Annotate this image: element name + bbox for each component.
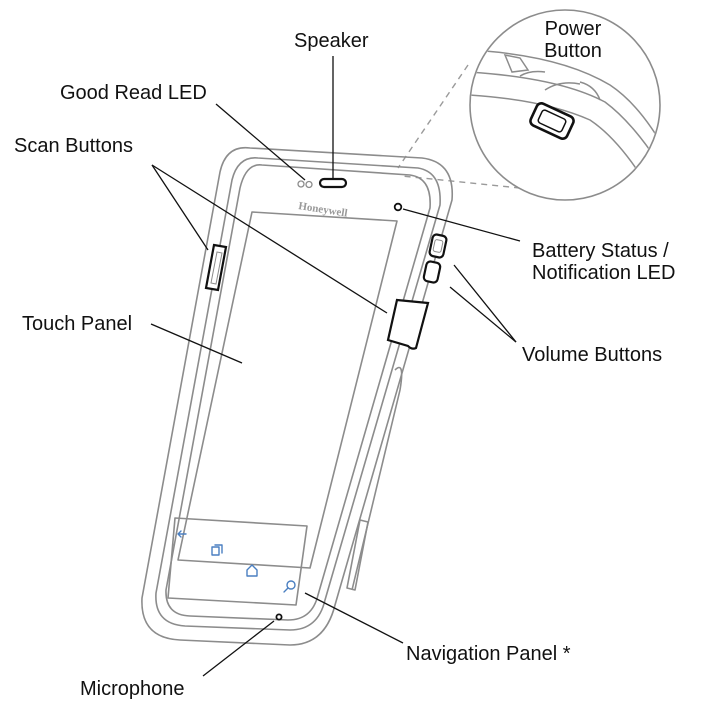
volume-buttons	[422, 233, 448, 284]
leader-lines	[150, 56, 521, 677]
leader-scan-right	[151, 164, 388, 314]
speaker-grille	[318, 177, 348, 189]
leader-volume-up	[453, 264, 517, 343]
right-scan-button	[386, 298, 430, 350]
label-navigation-panel: Navigation Panel *	[406, 643, 571, 665]
microphone-hole	[275, 613, 283, 621]
battery-status-led	[393, 202, 403, 212]
label-good-read-led: Good Read LED	[60, 82, 207, 104]
touch-panel-screen	[177, 211, 398, 569]
leader-good-read-led	[215, 103, 306, 181]
recent-apps-icon	[211, 544, 223, 556]
power-button-zoom	[397, 9, 661, 201]
leader-scan-left	[151, 164, 209, 251]
label-battery-status: Battery Status / Notification LED	[532, 240, 675, 284]
label-battery-status-line1: Battery Status /	[532, 240, 669, 262]
navigation-icons	[177, 530, 296, 593]
label-volume-buttons: Volume Buttons	[522, 344, 663, 366]
label-speaker: Speaker	[294, 30, 369, 52]
leader-volume-down	[449, 286, 517, 343]
leader-touch-panel	[150, 323, 243, 364]
good-read-led	[297, 180, 313, 189]
home-icon	[246, 564, 258, 577]
leader-navigation	[304, 592, 404, 644]
navigation-panel	[167, 517, 308, 606]
leader-microphone	[202, 620, 275, 677]
label-power-button-line1: Power	[544, 18, 602, 40]
label-power-button-line2: Button	[544, 40, 602, 62]
left-scan-button	[204, 243, 228, 292]
label-scan-buttons: Scan Buttons	[14, 135, 133, 157]
search-icon	[283, 580, 296, 593]
label-power-button: Power Button	[528, 18, 618, 62]
leader-battery	[402, 208, 521, 242]
label-battery-status-line2: Notification LED	[532, 262, 676, 284]
label-touch-panel: Touch Panel	[22, 313, 133, 335]
back-icon	[177, 530, 187, 538]
label-microphone: Microphone	[80, 678, 185, 700]
mobile-device	[141, 146, 454, 646]
